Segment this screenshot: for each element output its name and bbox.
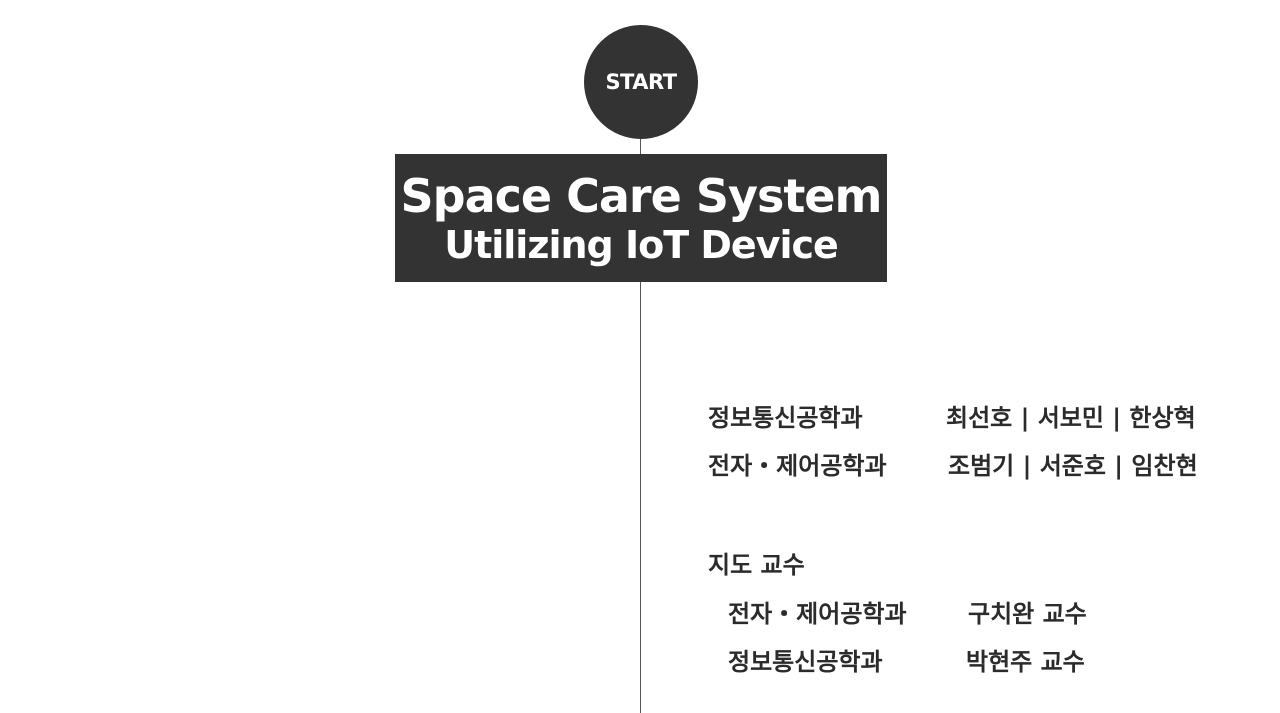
- timeline-vertical-line: [640, 130, 641, 713]
- team-members: 최선호 | 서보민 | 한상혁: [946, 404, 1196, 432]
- advisor-name: 구치완 교수: [968, 600, 1087, 628]
- advisor-department: 전자・제어공학과: [728, 600, 907, 628]
- title-box: Space Care System Utilizing IoT Device: [395, 154, 887, 282]
- team-department: 정보통신공학과: [708, 404, 863, 432]
- team-members: 조범기 | 서준호 | 임찬현: [948, 452, 1198, 480]
- advisor-name: 박현주 교수: [966, 648, 1085, 676]
- advisor-department: 정보통신공학과: [728, 648, 883, 676]
- start-label: START: [605, 70, 677, 94]
- title-main: Space Care System: [400, 169, 883, 223]
- title-subtitle: Utilizing IoT Device: [444, 223, 839, 267]
- team-department: 전자・제어공학과: [708, 452, 887, 480]
- start-circle: START: [584, 25, 698, 139]
- advisor-heading: 지도 교수: [708, 551, 805, 579]
